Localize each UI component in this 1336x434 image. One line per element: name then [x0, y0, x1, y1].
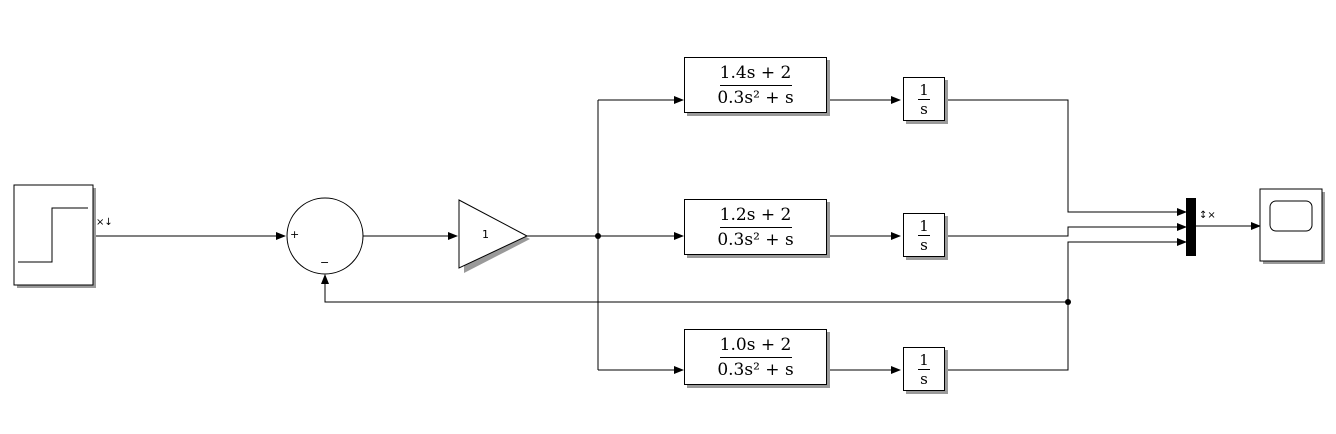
gain-value: 1	[482, 228, 489, 241]
step-icon	[18, 207, 88, 263]
tf2-fraction-bar	[719, 226, 792, 228]
int2-denominator: s	[920, 235, 928, 254]
scope-block[interactable]	[1259, 188, 1325, 264]
tf2-denominator: 0.3s² + s	[717, 229, 794, 250]
int3-fraction-bar	[918, 368, 930, 370]
tf1-numerator: 1.4s + 2	[719, 62, 792, 83]
integrator-block-3[interactable]: 1 s	[903, 347, 945, 391]
int1-fraction-bar	[918, 98, 930, 100]
sum-plus-sign: +	[290, 228, 300, 241]
tf2-numerator: 1.2s + 2	[719, 204, 792, 225]
branch-point-gain	[595, 233, 601, 239]
int1-numerator: 1	[919, 80, 929, 99]
signal-feedback	[321, 274, 1068, 303]
int2-numerator: 1	[919, 216, 929, 235]
tf3-numerator: 1.0s + 2	[719, 334, 792, 355]
transfer-fcn-block-3[interactable]: 1.0s + 2 0.3s² + s	[684, 329, 827, 385]
integrator-block-1[interactable]: 1 s	[903, 77, 945, 121]
tf3-fraction-bar	[719, 356, 792, 358]
step-port-label: ×↓	[96, 217, 113, 228]
sum-block[interactable]	[286, 197, 364, 275]
signal-lines	[93, 96, 1261, 374]
tf3-denominator: 0.3s² + s	[717, 359, 794, 380]
signal-int3-to-mux	[946, 238, 1187, 371]
tf1-denominator: 0.3s² + s	[717, 87, 794, 108]
signal-int1-to-mux	[946, 99, 1187, 216]
step-block[interactable]	[13, 184, 96, 288]
sum-minus-sign: −	[320, 256, 330, 269]
scope-screen-icon	[1269, 200, 1313, 232]
branch-point-feedback	[1065, 299, 1071, 305]
tf1-fraction-bar	[719, 84, 792, 86]
gain-block[interactable]	[458, 199, 530, 273]
transfer-fcn-block-2[interactable]: 1.2s + 2 0.3s² + s	[684, 199, 827, 255]
int2-fraction-bar	[918, 234, 930, 236]
int3-denominator: s	[920, 369, 928, 388]
int1-denominator: s	[920, 99, 928, 118]
signal-int2-to-mux	[946, 223, 1187, 237]
mux-block[interactable]	[1186, 198, 1196, 256]
integrator-block-2[interactable]: 1 s	[903, 213, 945, 257]
int3-numerator: 1	[919, 350, 929, 369]
mux-port-label: ↕×	[1199, 210, 1216, 221]
transfer-fcn-block-1[interactable]: 1.4s + 2 0.3s² + s	[684, 57, 827, 113]
